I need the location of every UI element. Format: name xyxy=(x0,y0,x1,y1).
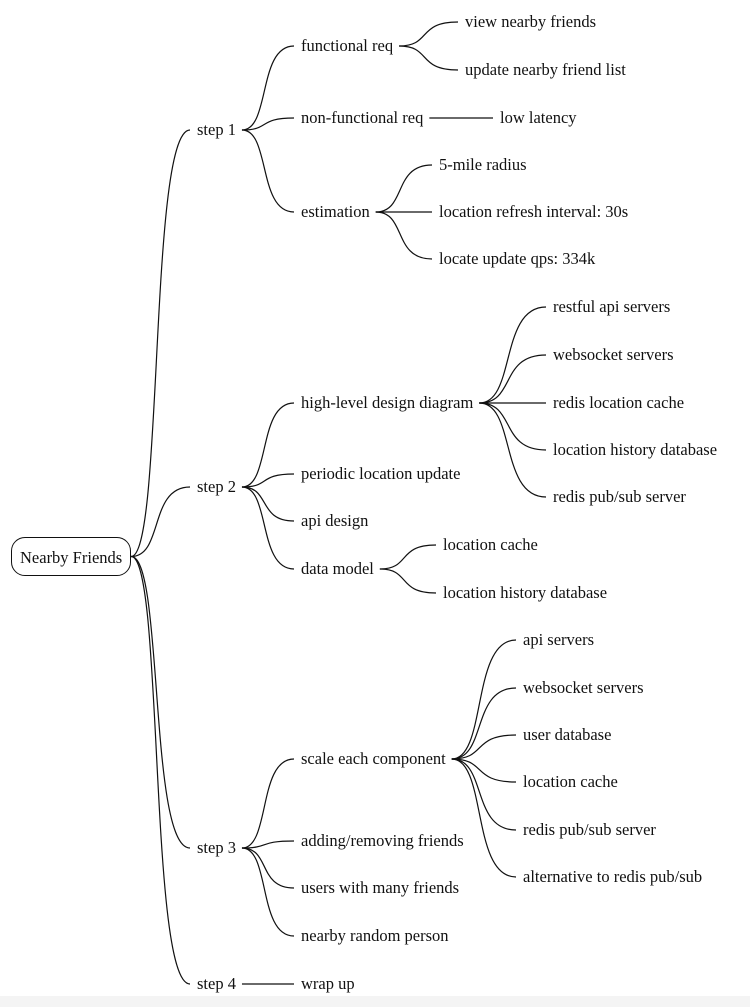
node-step-1[interactable]: step 1 xyxy=(197,120,236,139)
edge-node-data-model xyxy=(241,486,295,570)
node-websocket-servers[interactable]: websocket servers xyxy=(553,345,674,364)
node-data-model[interactable]: data model xyxy=(301,559,374,578)
node-user-database[interactable]: user database xyxy=(523,725,612,744)
edge-node-step-1 xyxy=(130,129,191,558)
edge-node-api-design xyxy=(241,486,295,522)
edge-node-location-history-db xyxy=(379,568,437,594)
node-adding-removing-friends[interactable]: adding/removing friends xyxy=(301,831,464,850)
node-location-history-db[interactable]: location history database xyxy=(443,583,608,602)
node-alternative-redis-pubsub[interactable]: alternative to redis pub/sub xyxy=(523,867,703,886)
node-location-history-database[interactable]: location history database xyxy=(553,440,718,459)
node-wrap-up[interactable]: wrap up xyxy=(301,974,355,993)
node-redis-pubsub-server-2[interactable]: redis pub/sub server xyxy=(523,820,656,839)
bottom-scroll-area xyxy=(0,996,750,1007)
edge-node-location-cache xyxy=(379,544,437,570)
node-update-nearby-friend-list[interactable]: update nearby friend list xyxy=(465,60,626,79)
node-refresh-interval[interactable]: location refresh interval: 30s xyxy=(439,202,629,221)
node-websocket-servers-2[interactable]: websocket servers xyxy=(523,678,644,697)
edge-node-periodic-location-update xyxy=(241,473,295,488)
edge-node-nearby-random-person xyxy=(241,847,295,937)
edge-node-high-level-design xyxy=(241,402,295,488)
edge-node-users-many-friends xyxy=(241,847,295,889)
edge-node-functional-req xyxy=(241,45,295,131)
node-functional-req[interactable]: functional req xyxy=(301,36,394,55)
node-low-latency[interactable]: low latency xyxy=(500,108,577,127)
edge-node-estimation xyxy=(241,129,295,213)
edge-node-step-3 xyxy=(131,555,191,849)
node-location-cache[interactable]: location cache xyxy=(443,535,538,554)
root-node[interactable]: Nearby Friends xyxy=(11,537,132,576)
node-redis-pubsub-server[interactable]: redis pub/sub server xyxy=(553,487,686,506)
edge-node-websocket-servers xyxy=(479,354,547,404)
node-users-many-friends[interactable]: users with many friends xyxy=(301,878,460,897)
edge-node-location-cache-2 xyxy=(451,758,517,783)
edge-node-update-qps xyxy=(375,211,433,260)
edge-node-websocket-servers-2 xyxy=(451,687,517,760)
node-high-level-design[interactable]: high-level design diagram xyxy=(301,393,474,412)
node-5-mile-radius[interactable]: 5-mile radius xyxy=(439,155,527,174)
edge-node-step-4 xyxy=(130,555,191,985)
edge-node-api-servers xyxy=(451,639,517,760)
edge-node-redis-pubsub-server-2 xyxy=(451,758,517,831)
edge-node-non-functional-req xyxy=(241,117,295,131)
edge-node-user-database xyxy=(451,734,517,760)
node-location-cache-2[interactable]: location cache xyxy=(523,772,618,791)
edge-node-restful-api-servers xyxy=(479,306,547,404)
node-api-design[interactable]: api design xyxy=(301,511,369,530)
node-scale-each-component[interactable]: scale each component xyxy=(301,749,446,768)
edge-node-update-nearby-friend-list xyxy=(399,45,459,71)
node-restful-api-servers[interactable]: restful api servers xyxy=(553,297,671,316)
edge-node-view-nearby-friends xyxy=(399,21,459,47)
edge-node-5-mile-radius xyxy=(375,164,433,213)
node-non-functional-req[interactable]: non-functional req xyxy=(301,108,424,127)
node-step-2[interactable]: step 2 xyxy=(197,477,236,496)
edge-node-step-2 xyxy=(131,486,191,558)
node-step-4[interactable]: step 4 xyxy=(197,974,236,993)
node-periodic-location-update[interactable]: periodic location update xyxy=(301,464,461,483)
edge-node-adding-removing-friends xyxy=(241,840,295,849)
edge-node-redis-pubsub-server xyxy=(479,402,547,498)
edge-node-location-history-database xyxy=(479,402,547,451)
node-step-3[interactable]: step 3 xyxy=(197,838,236,857)
node-update-qps[interactable]: locate update qps: 334k xyxy=(439,249,596,268)
node-api-servers[interactable]: api servers xyxy=(523,630,595,649)
edge-node-scale-each-component xyxy=(241,758,295,849)
node-estimation[interactable]: estimation xyxy=(301,202,370,221)
node-redis-location-cache[interactable]: redis location cache xyxy=(553,393,685,412)
node-view-nearby-friends[interactable]: view nearby friends xyxy=(465,12,597,31)
edge-node-alternative-redis-pubsub xyxy=(451,758,517,878)
node-nearby-random-person[interactable]: nearby random person xyxy=(301,926,449,945)
